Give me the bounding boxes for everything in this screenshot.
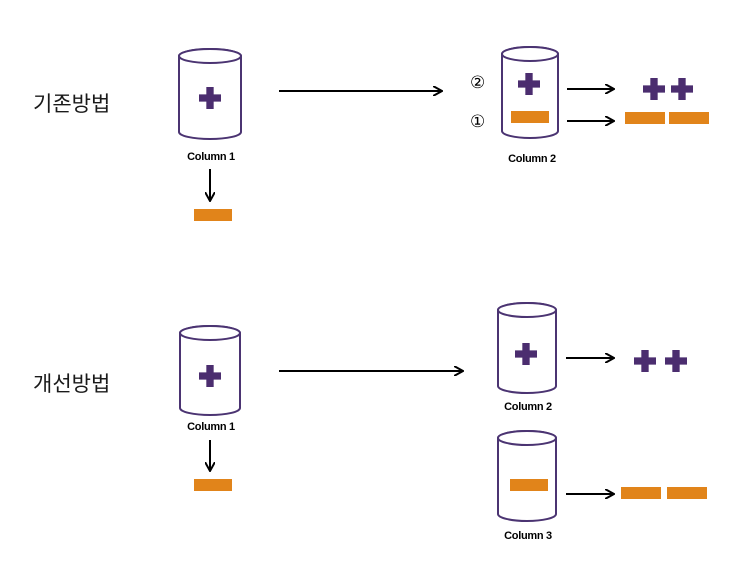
plus-icon	[643, 78, 665, 100]
existing-method-label: 기존방법	[33, 92, 110, 116]
improved-column-1: Column 1	[179, 325, 241, 433]
plus-icon	[634, 350, 656, 372]
improved-method-label: 개선방법	[33, 372, 110, 396]
minus-icon	[194, 209, 232, 221]
improved-column-2: Column 2	[497, 302, 557, 413]
minus-icon	[625, 112, 665, 124]
existing-column-2: Column 2	[501, 46, 559, 165]
column-3-label: Column 3	[504, 530, 552, 542]
minus-icon	[667, 487, 707, 499]
column-2-label: Column 2	[508, 153, 556, 165]
existing-column-1: Column 1	[178, 48, 242, 163]
minus-icon	[510, 479, 548, 491]
minus-icon	[621, 487, 661, 499]
improved-column-3: Column 3	[497, 430, 557, 542]
column-2-label: Column 2	[504, 401, 552, 413]
existing-method-section: 기존방법 Column 1 Column 2 ② ①	[33, 46, 709, 221]
step-1-marker: ①	[470, 112, 485, 132]
minus-icon	[194, 479, 232, 491]
improved-method-section: 개선방법 Column 1 Column 2 Column 3	[33, 302, 707, 542]
minus-icon	[511, 111, 549, 123]
step-2-marker: ②	[470, 73, 485, 93]
minus-icon	[669, 112, 709, 124]
column-1-label: Column 1	[187, 151, 235, 163]
plus-icon	[671, 78, 693, 100]
plus-icon	[665, 350, 687, 372]
column-1-label: Column 1	[187, 421, 235, 433]
